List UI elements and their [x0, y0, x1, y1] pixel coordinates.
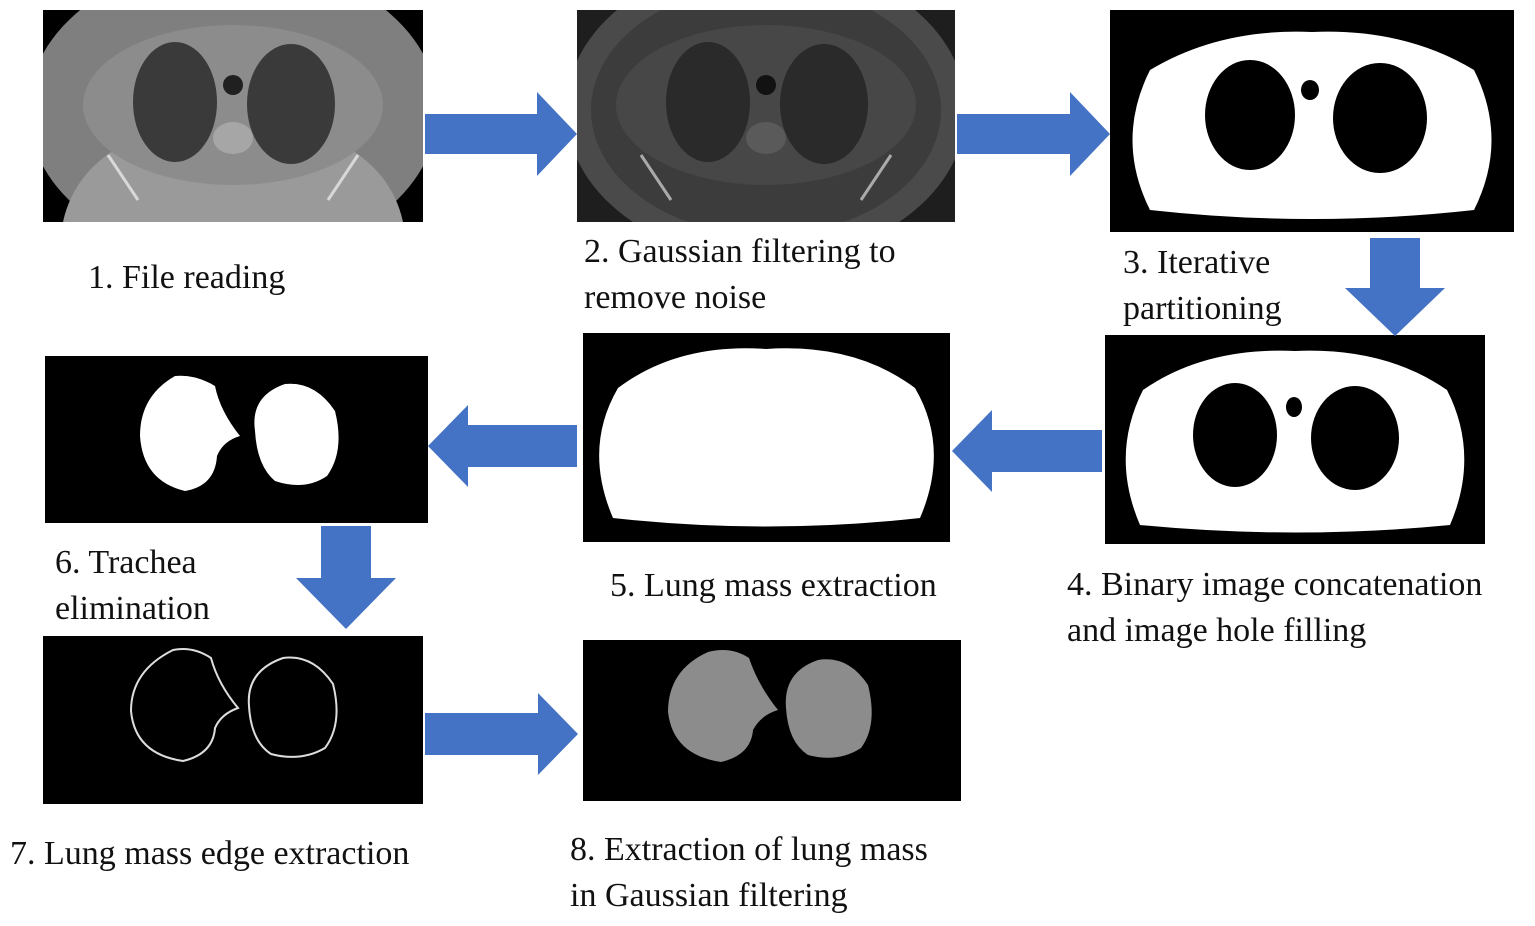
iterative-partition-image — [1110, 10, 1514, 232]
flow-arrow-left-1 — [952, 410, 1102, 492]
flow-arrow-left-2 — [428, 405, 577, 487]
gaussian-filtered-image — [577, 10, 955, 222]
step-2-caption: 2. Gaussian filtering to remove noise — [584, 233, 896, 316]
flow-arrow-right-2 — [957, 92, 1110, 176]
step-3-caption: 3. Iterative partitioning — [1123, 244, 1282, 327]
step-6-caption: 6. Trachea elimination — [55, 544, 210, 627]
step-4-caption: 4. Binary image concatenation and image … — [1067, 566, 1483, 649]
lung-mass-image — [583, 333, 950, 542]
binary-hole-filled-image — [1105, 335, 1485, 544]
gaussian-lung-mass-image — [583, 640, 961, 801]
flow-arrow-down-1 — [1345, 238, 1445, 336]
step-5-caption: 5. Lung mass extraction — [610, 567, 937, 604]
step-8-caption: 8. Extraction of lung mass in Gaussian f… — [570, 831, 928, 914]
flow-arrow-right-1 — [425, 92, 577, 176]
edge-extraction-image — [43, 636, 423, 804]
flow-arrow-down-2 — [296, 526, 396, 629]
step-7-caption: 7. Lung mass edge extraction — [10, 835, 410, 872]
ct-scan-image — [43, 10, 423, 222]
trachea-eliminated-image — [45, 356, 428, 523]
step-1-caption: 1. File reading — [88, 259, 286, 296]
flow-arrow-right-3 — [425, 693, 578, 775]
